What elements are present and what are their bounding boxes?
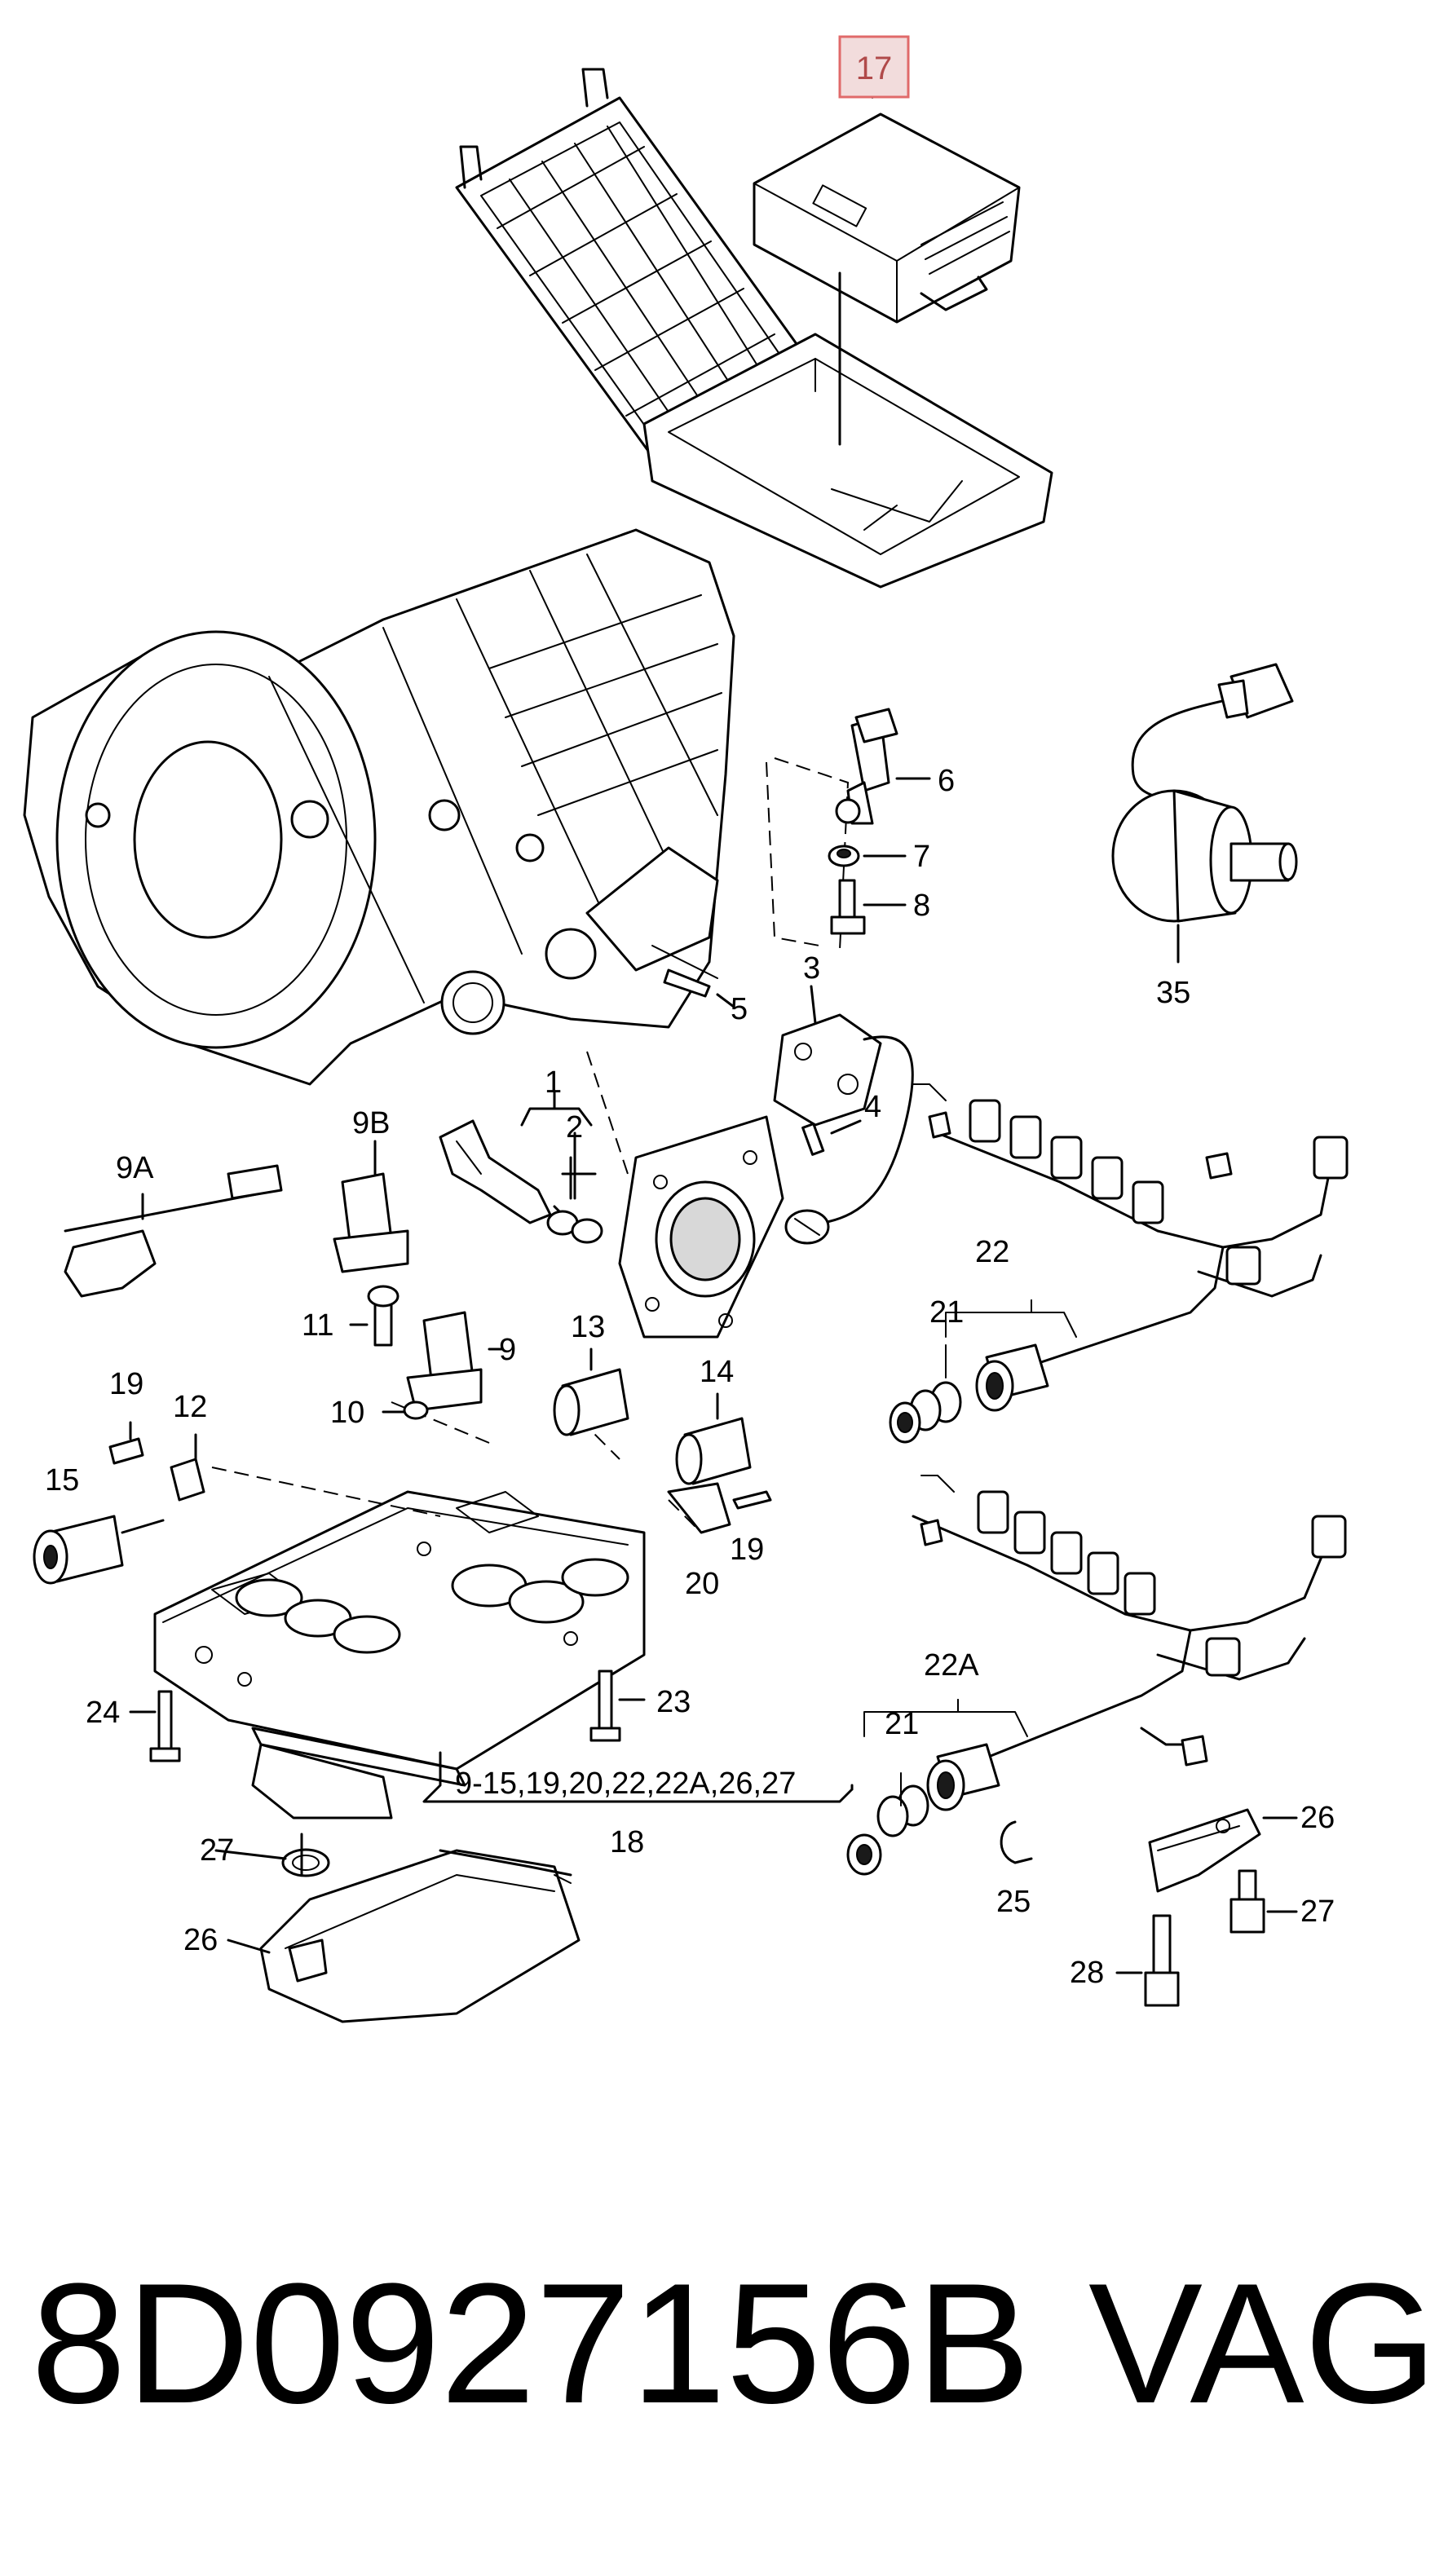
wiring-harness-22 [889, 1099, 1349, 1444]
callout-27-left[interactable]: 27 [200, 1833, 234, 1868]
group-bracket-18 [422, 1751, 854, 1803]
callout-7[interactable]: 7 [913, 840, 930, 874]
part-number: 8D0927156B [31, 2247, 1031, 2439]
callout-13[interactable]: 13 [571, 1310, 605, 1344]
callout-15[interactable]: 15 [45, 1463, 79, 1498]
callout-21-upper[interactable]: 21 [929, 1295, 964, 1330]
callout-23[interactable]: 23 [656, 1685, 691, 1719]
oil-pan-assembly [129, 1670, 646, 2023]
callout-35[interactable]: 35 [1156, 976, 1190, 1010]
highlight-label-17[interactable]: 17 [856, 51, 893, 86]
callout-2[interactable]: 2 [566, 1110, 583, 1145]
solenoid-valves [33, 1140, 772, 1585]
callout-leaders [863, 77, 1077, 1806]
callout-21-lower[interactable]: 21 [885, 1707, 919, 1741]
bracket-assembly-right [1115, 1808, 1298, 2007]
callout-3[interactable]: 3 [803, 951, 820, 986]
callout-19-right[interactable]: 19 [730, 1533, 764, 1567]
valve-body [153, 1401, 702, 1820]
callout-9[interactable]: 9 [499, 1333, 516, 1367]
wiring-harness-22a [846, 1490, 1347, 1876]
callout-25[interactable]: 25 [996, 1885, 1031, 1919]
callout-4[interactable]: 4 [864, 1090, 881, 1124]
callout-9b[interactable]: 9B [352, 1106, 390, 1140]
callout-14[interactable]: 14 [700, 1355, 734, 1389]
callout-22[interactable]: 22 [975, 1235, 1009, 1269]
callout-6[interactable]: 6 [938, 764, 955, 798]
speed-sensor-3 [773, 985, 914, 1245]
brand-name: VAG [1088, 2247, 1437, 2439]
transmission-housing [23, 528, 735, 1086]
control-unit-assembly [455, 68, 1053, 589]
group-label-18: 9-15,19,20,22,22A,26,27 [455, 1767, 796, 1801]
callout-20[interactable]: 20 [685, 1567, 719, 1601]
callout-19-left[interactable]: 19 [109, 1367, 143, 1401]
callout-27-right[interactable]: 27 [1300, 1895, 1335, 1929]
callout-10[interactable]: 10 [330, 1396, 364, 1430]
callout-26-left[interactable]: 26 [183, 1923, 218, 1957]
callout-1[interactable]: 1 [545, 1065, 562, 1100]
callout-18[interactable]: 18 [610, 1825, 644, 1859]
callout-24[interactable]: 24 [86, 1696, 120, 1730]
callout-12[interactable]: 12 [173, 1390, 207, 1424]
callout-22a[interactable]: 22A [924, 1648, 979, 1683]
highlight-box-17 [838, 35, 910, 99]
callout-26-right[interactable]: 26 [1300, 1801, 1335, 1835]
part-35-actuator [1111, 663, 1298, 964]
callout-8[interactable]: 8 [913, 889, 930, 923]
callout-9a[interactable]: 9A [116, 1151, 154, 1185]
callout-28[interactable]: 28 [1070, 1956, 1104, 1990]
sensor-assembly-6-7-8 [663, 708, 931, 1008]
callout-11[interactable]: 11 [302, 1308, 333, 1343]
callout-5[interactable]: 5 [731, 992, 748, 1026]
sensor-1-and-plate [439, 1051, 784, 1339]
